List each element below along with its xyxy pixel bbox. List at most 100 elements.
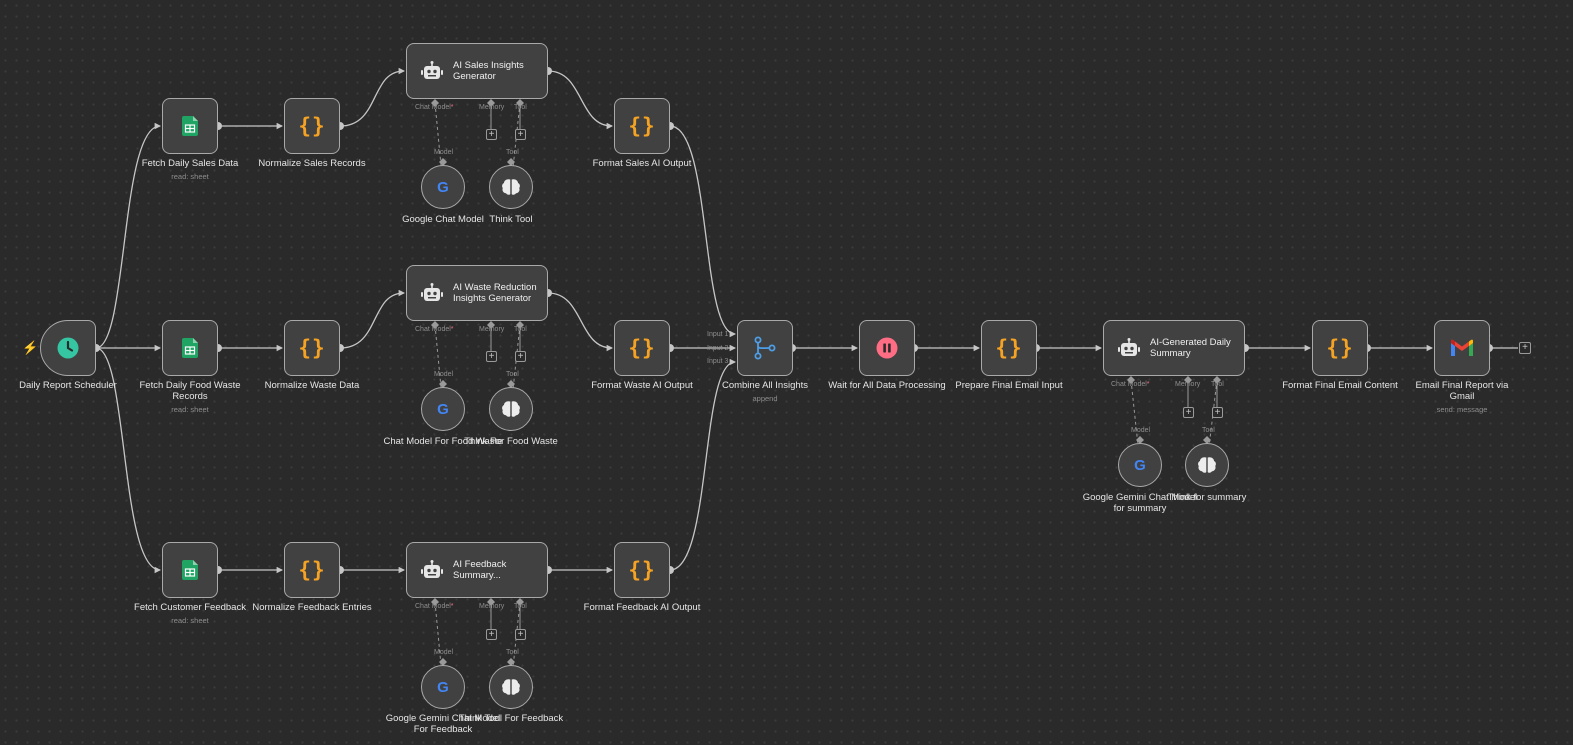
node-normalize-waste-data[interactable]: {} <box>284 320 340 376</box>
node-normalize-feedback-entries[interactable]: {} <box>284 542 340 598</box>
node-fetch-daily-food-waste-records[interactable] <box>162 320 218 376</box>
add-tool-button[interactable]: + <box>515 629 526 640</box>
clock-icon <box>57 337 79 359</box>
connection <box>669 358 737 571</box>
port-label-chat-model: Chat Model* <box>415 104 454 111</box>
google-g-icon: G <box>437 178 449 196</box>
port-label-tool: Tool <box>514 104 527 111</box>
robot-icon <box>421 283 443 301</box>
tool-node-think-summary[interactable] <box>1185 443 1229 487</box>
fetch-sales-subtitle: read: sheet <box>171 172 209 181</box>
node-label: Normalize Sales Records <box>252 158 372 169</box>
node-label: Think for summary <box>1147 492 1267 503</box>
agent-node-ai-feedback-summary[interactable]: AI Feedback Summary... <box>406 542 548 598</box>
node-label: Google Gemini Chat Model for summary <box>1080 492 1200 514</box>
port-label-tool: Tool <box>1202 427 1215 434</box>
node-format-sales-ai-output[interactable]: {} <box>614 98 670 154</box>
node-label: Chat Model For Food Waste <box>383 436 503 447</box>
model-node-chat-model-food-waste[interactable]: G <box>421 387 465 431</box>
tool-node-think-feedback[interactable] <box>489 665 533 709</box>
port-label-tool: Tool <box>506 649 519 656</box>
lightning-icon[interactable]: ⚡ <box>22 340 39 355</box>
agent-node-ai-waste-reduction[interactable]: AI Waste Reduction Insights Generator <box>406 265 548 321</box>
node-combine-all-insights[interactable] <box>737 320 793 376</box>
node-prepare-final-email-input[interactable]: {} <box>981 320 1037 376</box>
add-memory-button[interactable]: + <box>486 351 497 362</box>
add-tool-button[interactable]: + <box>515 129 526 140</box>
node-label: Google Chat Model <box>383 214 503 225</box>
node-format-feedback-ai-output[interactable]: {} <box>614 542 670 598</box>
braces-icon: {} <box>628 558 656 582</box>
format-feedback-label: Format Feedback AI Output <box>583 602 701 613</box>
port-label-memory: Memory <box>479 603 505 610</box>
fetch-waste-subtitle: read: sheet <box>171 405 209 414</box>
add-tool-button[interactable]: + <box>1212 407 1223 418</box>
agent-title: AI Waste Reduction Insights Generator <box>453 282 537 304</box>
tool-node-think-food-waste[interactable] <box>489 387 533 431</box>
robot-icon <box>421 61 443 79</box>
model-node-gemini-feedback[interactable]: G <box>421 665 465 709</box>
summary-tool-label: Think for summary <box>1167 492 1247 503</box>
email-subtitle: send: message <box>1436 405 1488 414</box>
normalize-waste-label: Normalize Waste Data <box>264 380 360 391</box>
add-memory-button[interactable]: + <box>486 629 497 640</box>
node-label: Normalize Feedback Entries <box>252 602 372 613</box>
node-normalize-sales-records[interactable]: {} <box>284 98 340 154</box>
feedback-tool-label: Think Tool For Feedback <box>458 713 564 724</box>
add-memory-button[interactable]: + <box>486 129 497 140</box>
agent-node-ai-sales-insights[interactable]: AI Sales Insights Generator <box>406 43 548 99</box>
node-label: Think Tool For Feedback <box>451 713 571 724</box>
robot-icon <box>421 560 443 578</box>
add-node-button[interactable]: + <box>1519 342 1531 354</box>
agent-title: AI Sales Insights Generator <box>453 60 524 82</box>
add-tool-button[interactable]: + <box>515 351 526 362</box>
braces-icon: {} <box>1326 336 1354 360</box>
node-format-waste-ai-output[interactable]: {} <box>614 320 670 376</box>
add-memory-button[interactable]: + <box>1183 407 1194 418</box>
braces-icon: {} <box>298 114 326 138</box>
model-node-google-chat-model[interactable]: G <box>421 165 465 209</box>
node-wait-for-all-data[interactable] <box>859 320 915 376</box>
combine-subtitle: append <box>752 394 778 403</box>
google-sheets-icon <box>182 338 198 358</box>
normalize-sales-label: Normalize Sales Records <box>258 158 366 169</box>
robot-icon <box>1118 338 1140 356</box>
port-label-chat-model: Chat Model* <box>415 603 454 610</box>
tool-node-think-tool[interactable] <box>489 165 533 209</box>
braces-icon: {} <box>628 114 656 138</box>
port-label-model: Model <box>434 371 454 378</box>
trigger-label: Daily Report Scheduler <box>19 380 117 391</box>
port-diamonds <box>431 99 1221 666</box>
node-format-final-email-content[interactable]: {} <box>1312 320 1368 376</box>
braces-icon: {} <box>298 558 326 582</box>
agent-node-ai-generated-daily-summary[interactable]: AI-Generated Daily Summary <box>1103 320 1245 376</box>
node-label: Wait for All Data Processing <box>827 380 947 391</box>
node-email-final-report-gmail[interactable] <box>1434 320 1490 376</box>
gmail-icon <box>1451 339 1473 356</box>
node-label: Think For Food Waste <box>451 436 571 447</box>
input-label: Input 3 <box>707 358 729 365</box>
summary-model-label: Google Gemini Chat Model for summary <box>1082 492 1198 514</box>
node-fetch-daily-sales-data[interactable] <box>162 98 218 154</box>
model-node-gemini-summary[interactable]: G <box>1118 443 1162 487</box>
node-label: Format Sales AI Output <box>582 158 702 169</box>
trigger-node-daily-report-scheduler[interactable] <box>40 320 96 376</box>
input-label: Input 2 <box>707 345 729 352</box>
port-label-model: Model <box>1131 427 1151 434</box>
port-label-tool: Tool <box>514 326 527 333</box>
node-label: Daily Report Scheduler <box>8 380 128 391</box>
connection <box>339 67 406 127</box>
brain-icon <box>502 401 520 417</box>
port-label-model: Model <box>434 149 454 156</box>
node-label: Think Tool <box>451 214 571 225</box>
pause-icon <box>876 337 898 359</box>
connection <box>547 292 614 352</box>
connection <box>669 125 737 338</box>
node-fetch-customer-feedback[interactable] <box>162 542 218 598</box>
